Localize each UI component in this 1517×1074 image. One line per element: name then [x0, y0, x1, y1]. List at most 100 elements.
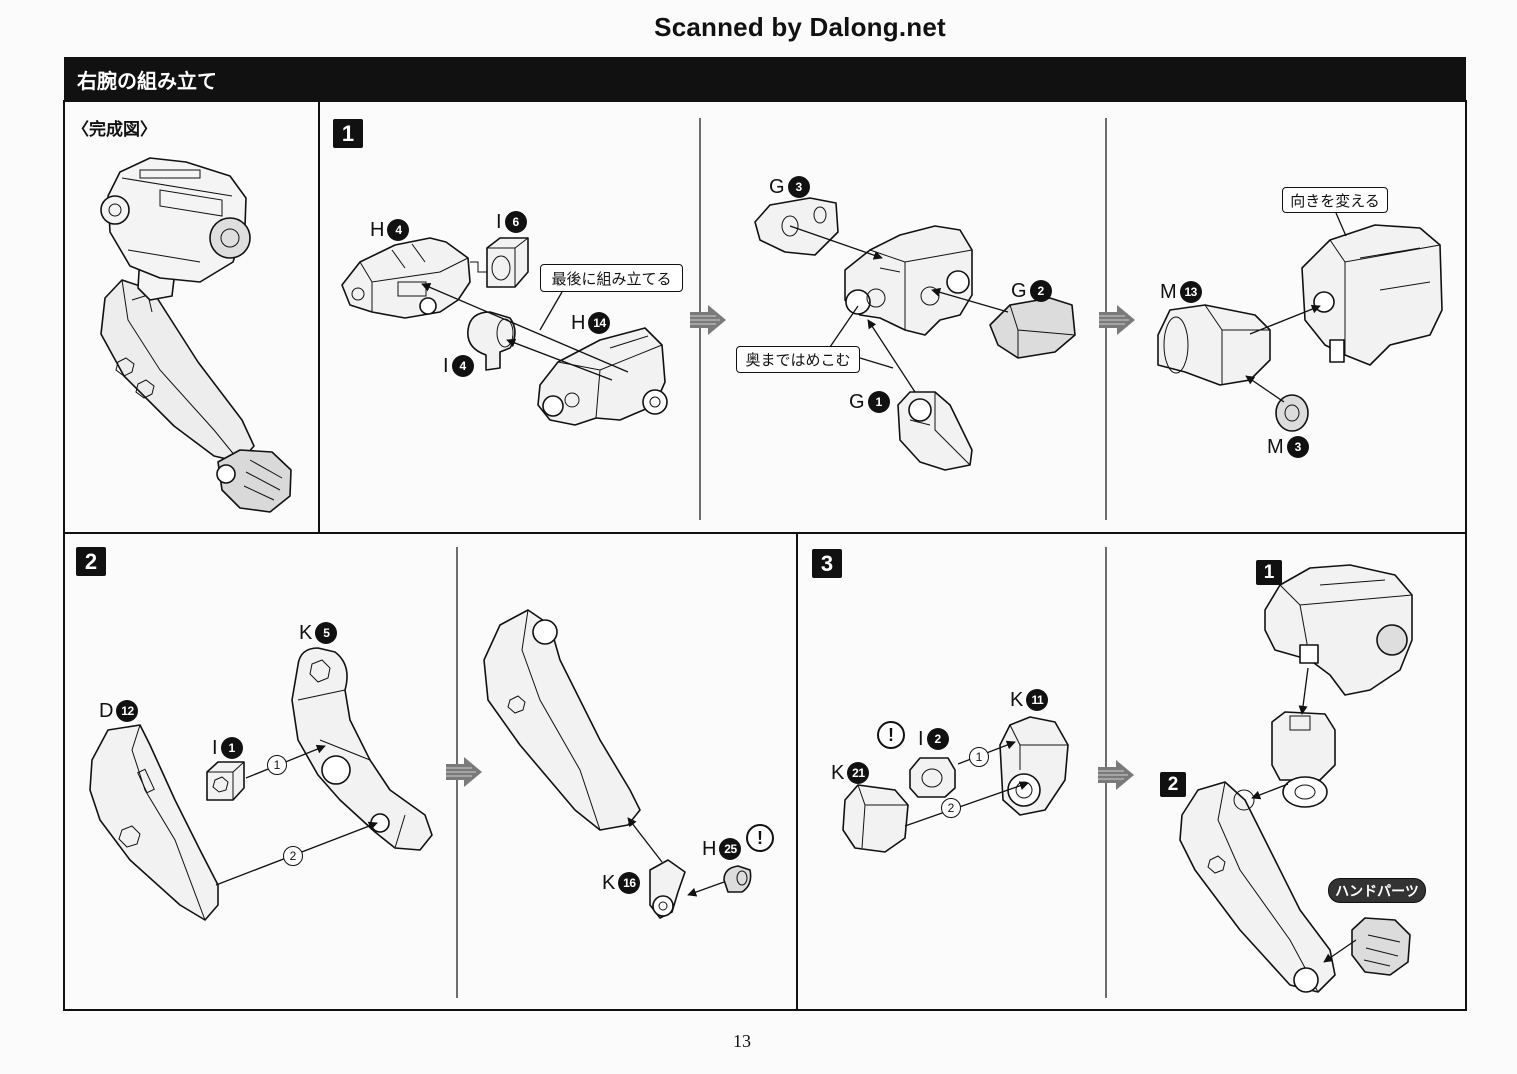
assembled-upper-arm-illustration: [1264, 564, 1413, 696]
order-ref-1: 1: [969, 747, 989, 767]
part-runner-letter: G: [1011, 280, 1027, 302]
part-m13-illustration: [1157, 304, 1271, 386]
next-arrow-icon: [1098, 760, 1134, 790]
hand-parts-illustration: [1351, 917, 1411, 976]
order-ref-2: 2: [283, 846, 303, 866]
part-runner-letter: H: [702, 838, 717, 860]
instruction-frame: [63, 100, 1467, 1011]
sub-step-badge-2: 2: [1160, 772, 1186, 797]
part-label-g1: G 1: [849, 391, 890, 413]
part-number: 3: [1286, 436, 1309, 458]
callout-push-fully: 奥まではめこむ: [736, 346, 860, 373]
part-runner-letter: K: [602, 872, 616, 894]
part-number: 11: [1026, 689, 1049, 711]
next-arrow-icon: [690, 305, 726, 335]
page-number: 13: [733, 1031, 751, 1051]
part-label-g3: G 3: [769, 176, 810, 198]
part-k11-illustration: [999, 716, 1069, 816]
order-ref-2: 2: [941, 798, 961, 818]
part-number: 25: [719, 838, 742, 860]
part-label-k16: K 16: [602, 872, 641, 894]
part-runner-letter: K: [831, 762, 845, 784]
scan-credit: Scanned by Dalong.net: [654, 12, 946, 42]
completed-view-label: 〈完成図〉: [72, 120, 157, 140]
part-label-m13: M 13: [1160, 281, 1202, 303]
part-number: 13: [1179, 281, 1202, 303]
part-label-g2: G 2: [1011, 280, 1052, 302]
part-label-i1: I 1: [212, 737, 243, 759]
step-badge-2: 2: [76, 547, 106, 576]
part-h25-illustration: [723, 865, 752, 893]
assembled-forearm-illustration: [483, 609, 641, 831]
part-d12-illustration: [89, 724, 219, 921]
part-runner-letter: M: [1160, 281, 1177, 303]
completed-arm-illustration: [100, 157, 292, 513]
part-runner-letter: I: [443, 355, 449, 377]
part-k16-illustration: [649, 859, 686, 919]
part-h4-illustration: [341, 237, 471, 319]
part-number: 3: [787, 176, 810, 198]
part-m3-illustration: [1275, 394, 1309, 432]
part-number: 12: [116, 700, 139, 722]
part-number: 5: [315, 622, 338, 644]
callout-change-direction: 向きを変える: [1282, 187, 1388, 213]
part-g2-illustration: [989, 297, 1076, 359]
part-runner-letter: K: [299, 622, 313, 644]
part-i2-illustration: [909, 757, 956, 798]
part-number: 2: [1029, 280, 1052, 302]
part-runner-letter: H: [571, 312, 586, 334]
part-number: 4: [387, 219, 410, 241]
part-number: 16: [618, 872, 641, 894]
part-runner-letter: I: [212, 737, 218, 759]
part-label-i6: I 6: [496, 211, 527, 233]
part-label-m3: M 3: [1267, 436, 1309, 458]
part-runner-letter: D: [99, 700, 114, 722]
part-runner-letter: M: [1267, 436, 1284, 458]
cover-body-illustration: [844, 225, 973, 336]
part-i1-illustration: [206, 761, 245, 801]
part-g1-illustration: [897, 391, 973, 471]
part-k5-illustration: [291, 647, 433, 851]
step1-joint-arrows: [1245, 212, 1347, 403]
step2-wrist-arrows: [627, 817, 725, 897]
elbow-joint-illustration: [1271, 711, 1336, 808]
part-i6-illustration: [470, 237, 529, 288]
part-number: 4: [451, 355, 474, 377]
part-runner-letter: I: [496, 211, 502, 233]
section-title-bar: 右腕の組み立て: [64, 57, 1466, 101]
callout-assemble-last: 最後に組み立てる: [540, 264, 683, 292]
section-title: 右腕の組み立て: [77, 68, 217, 93]
part-label-i2: I 2: [918, 728, 949, 750]
part-runner-letter: I: [918, 728, 924, 750]
part-label-d12: D 12: [99, 700, 139, 722]
part-label-i4: I 4: [443, 355, 474, 377]
hand-parts-label: ハンドパーツ: [1328, 878, 1426, 903]
step1-frame-arrows: [421, 283, 629, 381]
step-badge-3: 3: [812, 549, 842, 578]
part-label-k5: K 5: [299, 622, 338, 644]
part-number: 2: [926, 728, 949, 750]
part-g3-illustration: [754, 197, 839, 256]
part-number: 1: [220, 737, 243, 759]
part-number: 6: [504, 211, 527, 233]
part-label-k11: K 11: [1010, 689, 1049, 711]
step3-final-arrows: [1251, 667, 1357, 963]
part-runner-letter: K: [1010, 689, 1024, 711]
next-arrow-icon: [446, 757, 482, 787]
part-k21-illustration: [842, 784, 909, 853]
part-runner-letter: G: [849, 391, 865, 413]
caution-icon: !: [877, 721, 905, 749]
part-label-h4: H 4: [370, 219, 410, 241]
part-label-h14: H 14: [571, 312, 611, 334]
part-runner-letter: H: [370, 219, 385, 241]
caution-icon: !: [746, 824, 774, 852]
part-runner-letter: G: [769, 176, 785, 198]
upper-arm-block-illustration: [1301, 224, 1443, 366]
next-arrow-icon: [1099, 305, 1135, 335]
part-label-k21: K 21: [831, 762, 870, 784]
part-number: 14: [588, 312, 611, 334]
part-number: 21: [847, 762, 870, 784]
sub-step-badge-1: 1: [1256, 560, 1282, 585]
part-label-h25: H 25: [702, 838, 742, 860]
